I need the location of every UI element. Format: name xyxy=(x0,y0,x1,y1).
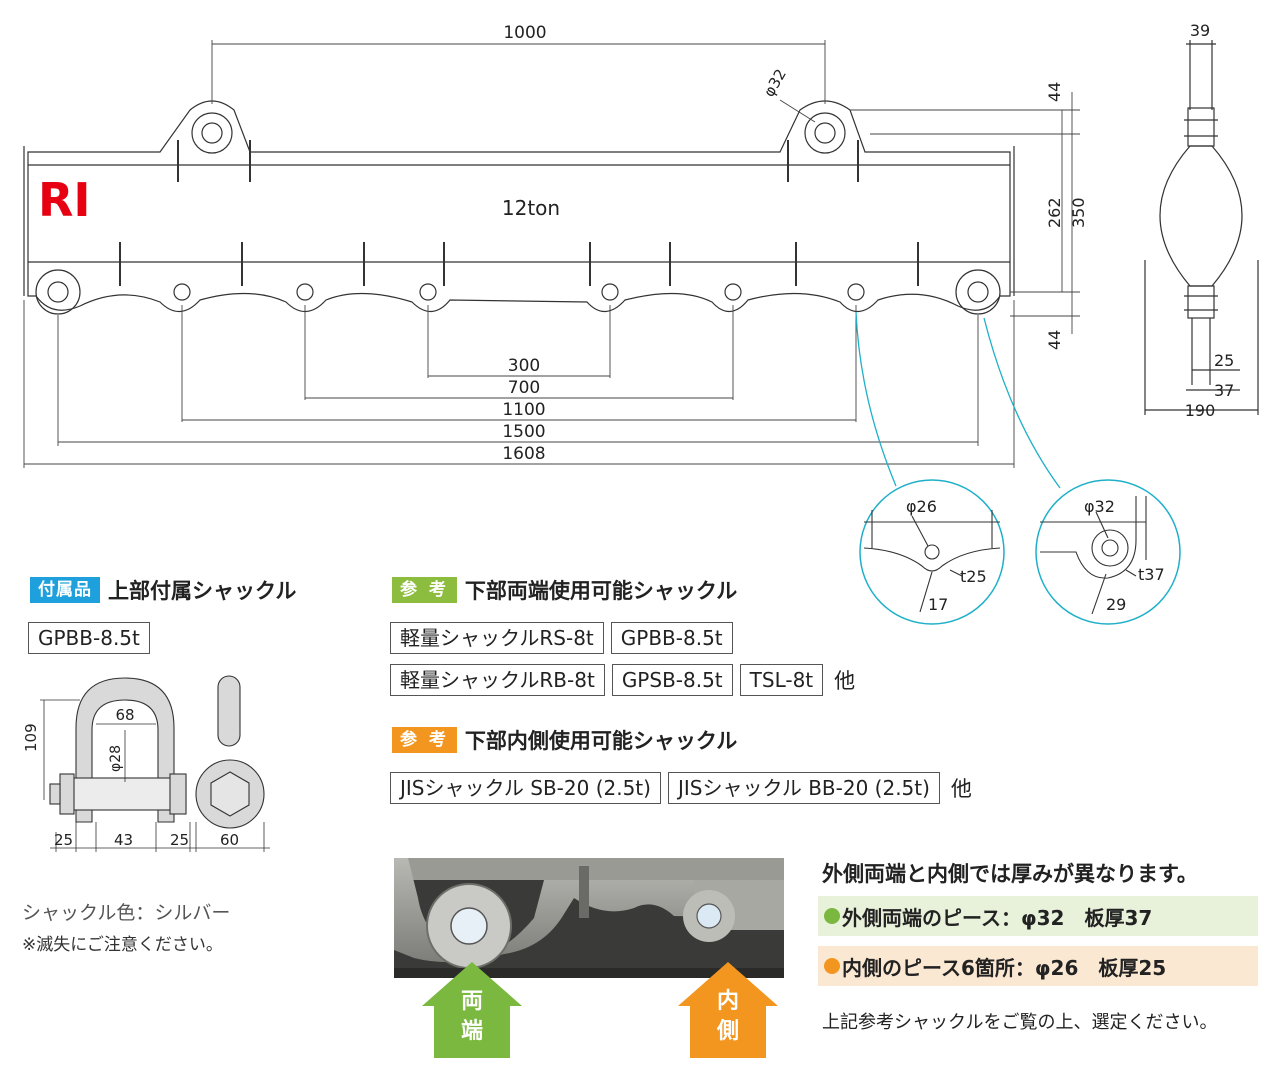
arrow-right-label: 内側 xyxy=(716,989,739,1044)
capacity-label: 12ton xyxy=(502,196,560,220)
ref-end-etc: 他 xyxy=(834,669,856,693)
dim-hole-top: φ32 xyxy=(760,66,790,100)
shackle-dim-43: 43 xyxy=(114,831,133,849)
side-dim-37: 37 xyxy=(1214,381,1234,400)
accessory-model: GPBB-8.5t xyxy=(28,622,150,654)
dim-700: 700 xyxy=(508,378,540,398)
shackle-dim-25a: 25 xyxy=(54,831,73,849)
dim-1608: 1608 xyxy=(502,444,545,464)
shackle-color-note: シャックル色：シルバー xyxy=(22,902,231,924)
dim-350: 350 xyxy=(1069,197,1088,228)
ref-inner-title: 下部内側使用可能シャックル xyxy=(464,729,738,753)
accessory-heading: 付属品 上部付属シャックル xyxy=(30,576,296,604)
dim-1500: 1500 xyxy=(502,422,545,442)
dim-top-span: 1000 xyxy=(503,23,546,43)
detail-outer-dim: 29 xyxy=(1106,595,1126,614)
ref-end-title: 下部両端使用可能シャックル xyxy=(464,579,738,603)
dim-44-bottom: 44 xyxy=(1045,330,1064,350)
ref-end-tag: 参 考 xyxy=(392,577,457,603)
loss-note: ※滅失にご注意ください。 xyxy=(22,935,223,955)
ref-end-item: GPSB-8.5t xyxy=(611,664,733,696)
ref-end-item: TSL-8t xyxy=(739,664,824,696)
dim-1100: 1100 xyxy=(502,400,545,420)
top-hole-right xyxy=(804,112,846,154)
detail-outer-hole: φ32 xyxy=(1084,497,1115,516)
inner-piece-text: 内側のピース6箇所：φ26 板厚25 xyxy=(842,955,1167,980)
beam-photo: 両端 内側 xyxy=(394,858,784,1058)
beam-logo: RI xyxy=(38,173,91,227)
bottom-hole-outer-right xyxy=(955,269,1001,315)
outer-piece-bar: 外側両端のピース：φ32 板厚37 xyxy=(818,896,1258,936)
orange-dot-icon xyxy=(824,958,840,974)
accessory-tag: 付属品 xyxy=(30,577,100,603)
ref-end-item: 軽量シャックルRB-8t xyxy=(390,664,605,696)
dim-262: 262 xyxy=(1045,197,1064,228)
beam-drawing: 1000 φ32 RI 12ton 300 700 1100 1500 1608… xyxy=(23,21,1259,625)
detail-outer-thickness: t37 xyxy=(1138,565,1165,584)
outer-piece-text: 外側両端のピース：φ32 板厚37 xyxy=(842,905,1153,930)
detail-inner-thickness: t25 xyxy=(960,567,987,586)
dim-44-top: 44 xyxy=(1045,82,1064,102)
detail-inner-hole: φ26 xyxy=(906,497,937,516)
ref-inner-etc: 他 xyxy=(950,777,972,801)
ref-end-item: 軽量シャックルRS-8t xyxy=(390,622,604,654)
ref-end-heading: 参 考 下部両端使用可能シャックル xyxy=(392,576,737,604)
dim-300: 300 xyxy=(508,356,540,376)
inner-piece-bar: 内側のピース6箇所：φ26 板厚25 xyxy=(818,946,1258,986)
bottom-hole-outer-left xyxy=(35,269,81,315)
shackle-drawing: 109 68 φ28 25 43 25 60 xyxy=(22,675,270,852)
shackle-dim-68: 68 xyxy=(115,706,134,724)
arrow-left-label: 両端 xyxy=(461,989,483,1044)
green-dot-icon xyxy=(824,908,840,924)
side-dim-190: 190 xyxy=(1185,401,1216,420)
ref-inner-item: JISシャックル SB-20 (2.5t) xyxy=(390,772,661,804)
side-view xyxy=(1144,40,1259,415)
side-dim-39: 39 xyxy=(1190,21,1210,40)
ref-end-item: GPBB-8.5t xyxy=(610,622,733,654)
accessory-title: 上部付属シャックル xyxy=(108,579,297,603)
ref-inner-heading: 参 考 下部内側使用可能シャックル xyxy=(392,726,737,754)
arrow-left-shape xyxy=(422,962,522,1058)
ref-end-row-1: 軽量シャックルRS-8t GPBB-8.5t xyxy=(390,622,740,654)
shackle-dim-28: φ28 xyxy=(108,745,124,772)
shackle-dim-60: 60 xyxy=(220,831,239,849)
ref-inner-tag: 参 考 xyxy=(392,727,457,753)
ref-inner-row: JISシャックル SB-20 (2.5t) JISシャックル BB-20 (2.… xyxy=(390,772,972,804)
selection-footer: 上記参考シャックルをご覧の上、選定ください。 xyxy=(822,1012,1218,1033)
top-hole-left xyxy=(191,112,233,154)
ref-inner-item: JISシャックル BB-20 (2.5t) xyxy=(667,772,940,804)
thickness-heading: 外側両端と内側では厚みが異なります。 xyxy=(822,862,1198,886)
shackle-dim-109: 109 xyxy=(22,723,40,752)
arrow-right-shape xyxy=(678,962,778,1058)
beam-outline xyxy=(27,100,1011,313)
shackle-dim-25b: 25 xyxy=(170,831,189,849)
detail-inner xyxy=(859,479,1005,625)
accessory-model-row: GPBB-8.5t xyxy=(28,622,157,654)
ref-end-row-2: 軽量シャックルRB-8t GPSB-8.5t TSL-8t 他 xyxy=(390,664,855,696)
side-dim-25: 25 xyxy=(1214,351,1234,370)
detail-inner-dim: 17 xyxy=(928,595,948,614)
detail-outer xyxy=(1035,479,1181,625)
